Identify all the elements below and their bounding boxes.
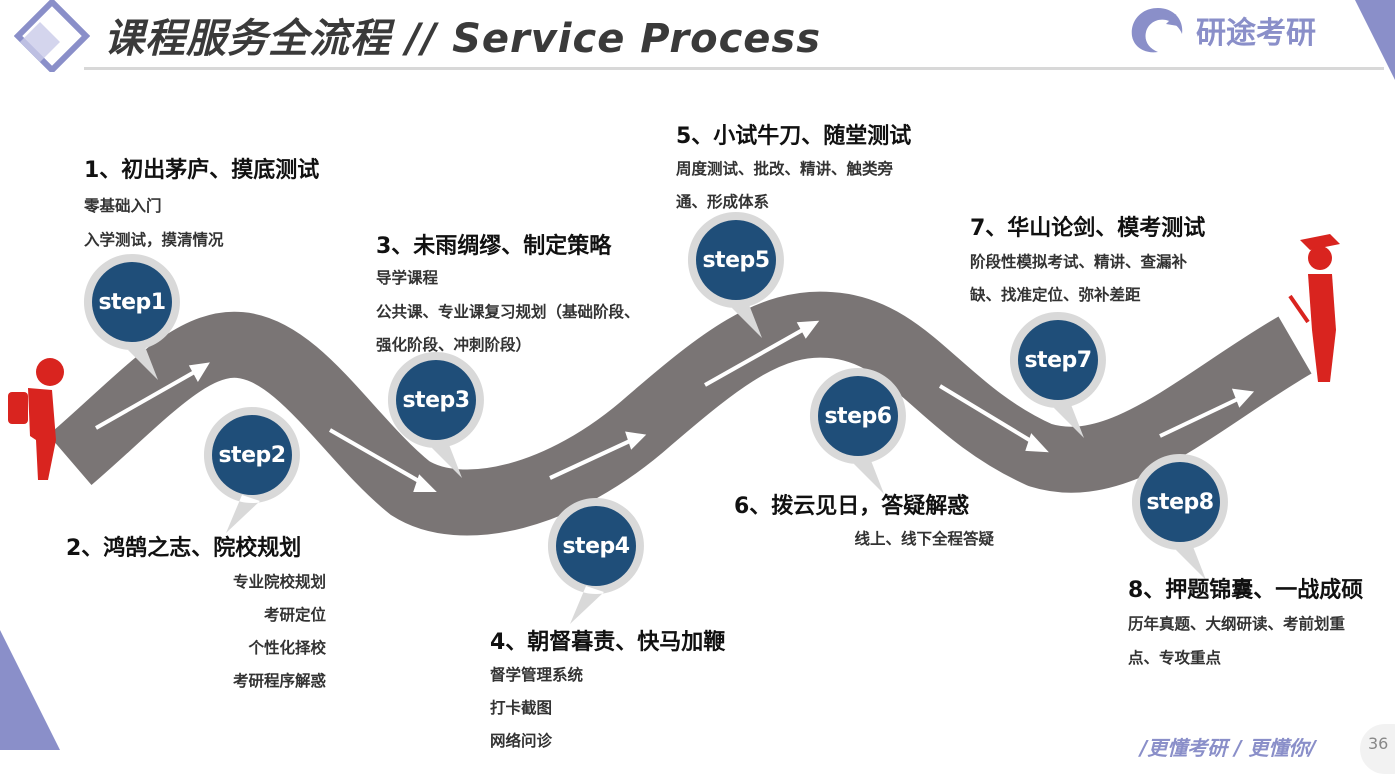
step-pin-5: step5: [686, 210, 786, 350]
step6-line: 线上、线下全程答疑: [854, 530, 994, 548]
step2-line: 考研程序解惑: [232, 672, 326, 690]
step3-line: 公共课、专业课复习规划（基础阶段、: [376, 303, 640, 321]
map-pin-icon: [203, 407, 300, 533]
step-pin-3: step3: [386, 350, 486, 490]
step-pin-8: step8: [1130, 452, 1230, 592]
page-number: 36: [1360, 724, 1395, 774]
step-pin-6: step6: [808, 366, 908, 506]
step2-line: 考研定位: [263, 606, 326, 624]
corner-decoration: [1355, 0, 1395, 80]
map-pin-icon: [387, 352, 484, 478]
map-pin-icon: [547, 498, 644, 624]
step-pin-1: step1: [82, 252, 182, 392]
step4-line: 网络问诊: [490, 732, 553, 750]
step1-title: 1、初出茅庐、摸底测试: [84, 158, 320, 183]
step1-line: 入学测试，摸清情况: [84, 231, 224, 249]
step8-line: 点、专攻重点: [1128, 649, 1222, 667]
step2-line: 专业院校规划: [232, 573, 326, 591]
step2-title: 2、鸿鹄之志、院校规划: [66, 536, 302, 561]
page-title: 课程服务全流程 // Service Process: [104, 16, 822, 62]
step4-title: 4、朝督暮责、快马加鞭: [490, 630, 726, 655]
step6-title: 6、拨云见日，答疑解惑: [734, 494, 970, 519]
step8-line: 历年真题、大纲研读、考前划重: [1128, 615, 1346, 633]
step8-title: 8、押题锦囊、一战成硕: [1128, 578, 1364, 603]
step2-line: 个性化择校: [248, 639, 326, 657]
step-badge-label: step7: [1024, 347, 1092, 373]
step7-title: 7、华山论剑、模考测试: [970, 216, 1206, 241]
brand-mark-icon: [1131, 8, 1183, 53]
hiker-figure-icon: [8, 358, 64, 480]
diamond-logo-icon: [14, 0, 90, 72]
graduate-figure-icon: [1288, 234, 1340, 382]
step7-line: 缺、找准定位、弥补差距: [970, 286, 1141, 304]
step5-line: 周度测试、批改、精讲、触类旁: [676, 160, 894, 178]
step1-line: 零基础入门: [84, 197, 162, 215]
step3-line: 导学课程: [376, 269, 439, 287]
brand-name: 研途考研: [1196, 16, 1316, 51]
step3-line: 强化阶段、冲刺阶段）: [376, 336, 532, 354]
corner-decoration: [0, 630, 60, 750]
step7-line: 阶段性模拟考试、精讲、查漏补: [970, 253, 1188, 271]
step5-title: 5、小试牛刀、随堂测试: [676, 124, 912, 149]
step-badge-label: step6: [824, 403, 892, 429]
step-badge-label: step1: [98, 289, 166, 315]
step-badge-label: step2: [218, 442, 286, 468]
map-pin-icon: [809, 368, 906, 494]
map-pin-icon: [1131, 454, 1228, 580]
step5-line: 通、形成体系: [676, 193, 770, 211]
step4-line: 督学管理系统: [490, 666, 584, 684]
title-divider: [84, 67, 1384, 70]
map-pin-icon: [687, 212, 784, 338]
step-badge-label: step5: [702, 247, 770, 273]
step3-title: 3、未雨绸缪、制定策略: [376, 234, 612, 259]
step-badge-label: step8: [1146, 489, 1214, 515]
process-road: [8, 234, 1340, 536]
step-badge-label: step3: [402, 387, 470, 413]
step-badge-label: step4: [562, 533, 630, 559]
map-pin-icon: [83, 254, 180, 380]
map-pin-icon: [1009, 312, 1106, 438]
step-pin-7: step7: [1008, 310, 1108, 450]
footer-slogan: /更懂考研 / 更懂你/: [1140, 736, 1316, 760]
step-pin-2: step2: [202, 405, 302, 545]
step4-line: 打卡截图: [490, 699, 553, 717]
step-pin-4: step4: [546, 496, 646, 636]
brand-logo: 研途考研: [1128, 4, 1316, 56]
